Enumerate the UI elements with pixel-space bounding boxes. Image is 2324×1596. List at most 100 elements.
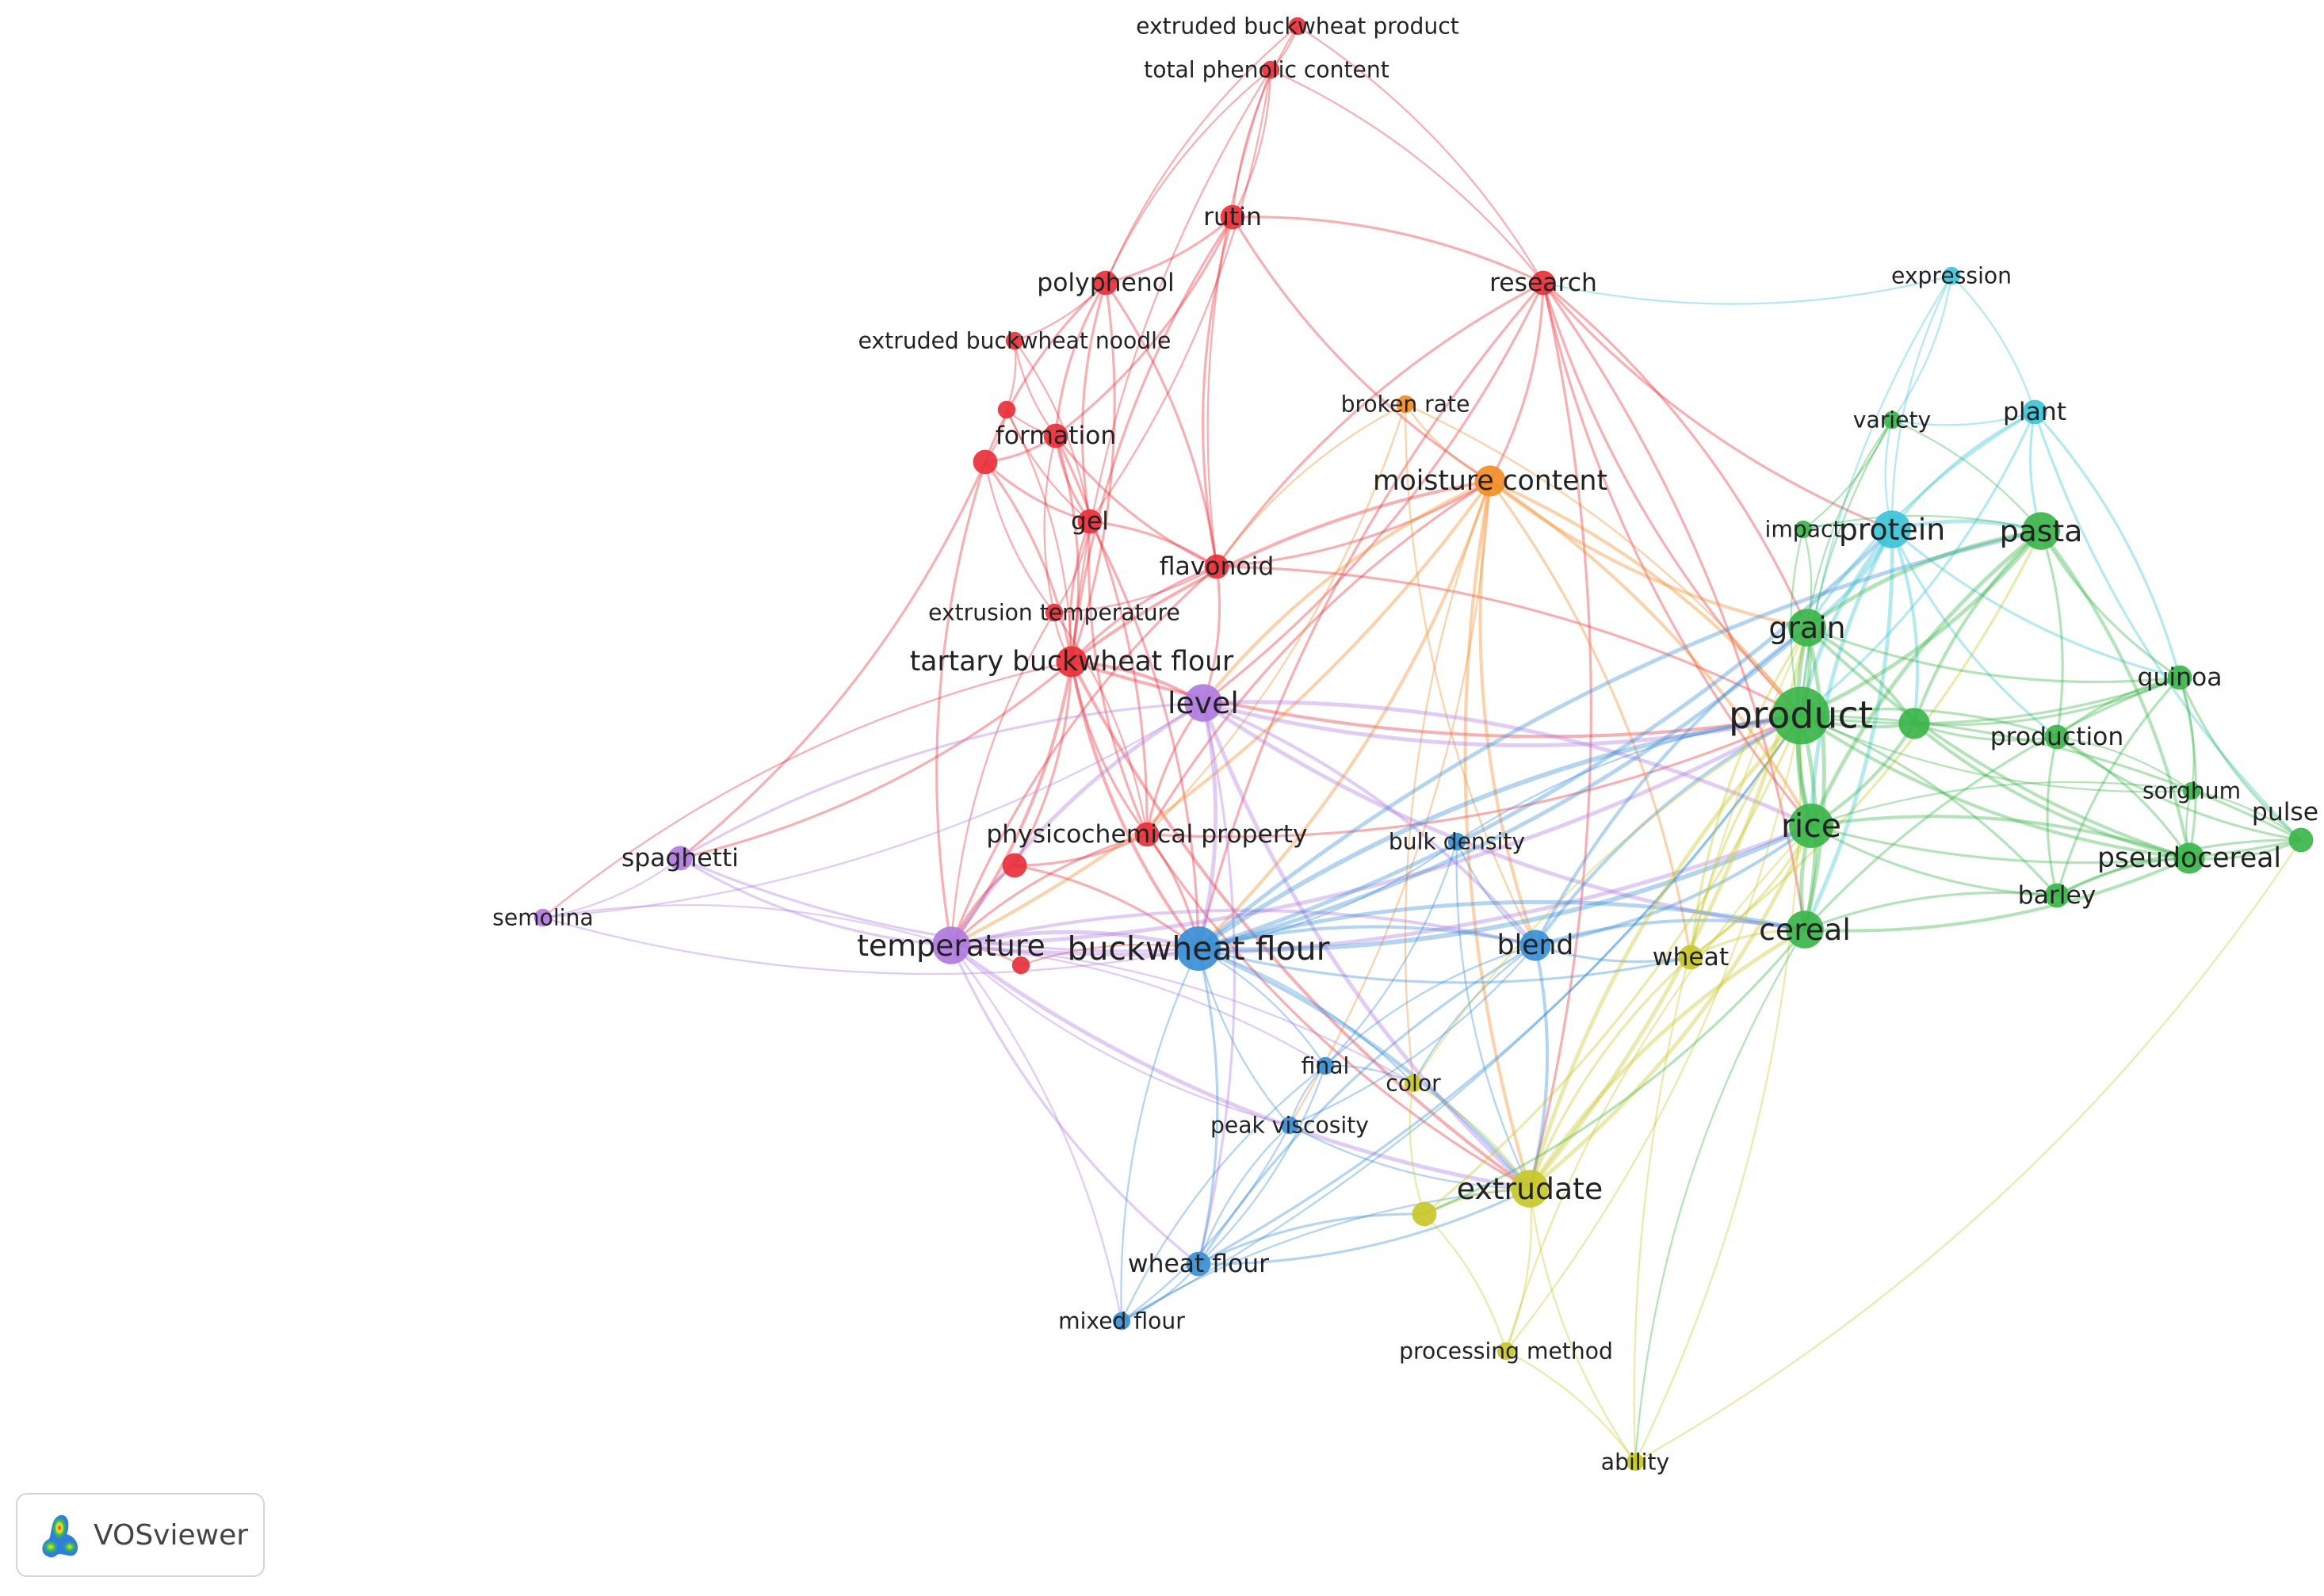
node-bulk-density[interactable] [1447, 832, 1466, 851]
node-label: product [1729, 694, 1873, 738]
link [1534, 714, 1802, 947]
link [1799, 419, 1893, 716]
node-unlabeled-red-1[interactable] [997, 400, 1016, 419]
node-gel[interactable] [1077, 509, 1103, 534]
node-pasta[interactable] [2022, 512, 2060, 550]
node-rutin[interactable] [1220, 204, 1245, 230]
node-polyphenol[interactable] [1093, 270, 1118, 296]
node-sorghum[interactable] [2182, 781, 2201, 800]
node-impact[interactable] [1794, 520, 1813, 539]
node-product[interactable] [1772, 686, 1830, 745]
link [1216, 403, 1406, 567]
node-processing-method[interactable] [1496, 1342, 1516, 1361]
link [1527, 714, 1802, 1189]
link [984, 281, 1107, 463]
link [1198, 841, 1458, 950]
node-unlabeled-red-3[interactable] [1002, 853, 1027, 878]
node-pulse[interactable] [2288, 827, 2314, 853]
node-extrudate[interactable] [1511, 1170, 1549, 1208]
link [1145, 479, 1491, 835]
node-blend[interactable] [1519, 930, 1551, 961]
link [1535, 944, 1691, 964]
link [1087, 521, 1149, 835]
link [1054, 435, 1080, 662]
node-ability[interactable] [1626, 1453, 1645, 1472]
node-physicochemical-property[interactable] [1134, 822, 1160, 847]
link [679, 701, 1204, 860]
node-spaghetti[interactable] [667, 846, 693, 871]
node-level[interactable] [1184, 684, 1222, 722]
link [950, 661, 1074, 947]
node-label: semolina [492, 905, 594, 931]
node-label: grain [1768, 610, 1845, 645]
node-quinoa[interactable] [2167, 665, 2192, 690]
node-extruded-buckwheat-product[interactable] [1288, 17, 1307, 36]
link [1806, 419, 1893, 628]
node-buckwheat-flour[interactable] [1176, 926, 1221, 971]
node-final[interactable] [1316, 1056, 1335, 1075]
node-wheat[interactable] [1678, 945, 1703, 970]
node-grain[interactable] [1788, 609, 1826, 647]
link [1089, 69, 1272, 522]
node-unlabeled-red-2[interactable] [973, 449, 998, 475]
link [542, 903, 952, 947]
node-semolina[interactable] [533, 908, 552, 927]
node-rice[interactable] [1789, 804, 1833, 848]
node-mixed-flour[interactable] [1112, 1312, 1131, 1331]
link [2178, 677, 2195, 792]
link [935, 461, 987, 946]
node-production[interactable] [2044, 724, 2070, 750]
link [679, 660, 1073, 860]
node-label: color [1386, 1071, 1441, 1097]
link [1799, 411, 2036, 717]
node-label: rutin [1203, 203, 1262, 231]
link [679, 857, 952, 947]
link [1891, 418, 2042, 532]
link [2056, 735, 2191, 859]
node-extrusion-temperature[interactable] [1045, 603, 1064, 622]
node-flavonoid[interactable] [1204, 554, 1229, 579]
link [2039, 530, 2181, 679]
node-total-phenolic-content[interactable] [1261, 60, 1280, 79]
node-broken-rate[interactable] [1396, 395, 1415, 414]
node-peak-viscosity[interactable] [1280, 1116, 1299, 1135]
node-pseudocereal[interactable] [2173, 842, 2205, 874]
node-expression[interactable] [1942, 266, 1961, 285]
node-plant[interactable] [2022, 399, 2047, 425]
node-protein[interactable] [1873, 510, 1911, 548]
link [950, 713, 1802, 948]
node-moisture-content[interactable] [1474, 465, 1506, 497]
link [1806, 626, 2190, 860]
link [1232, 216, 1544, 284]
node-label: impact [1764, 517, 1841, 543]
link [1951, 275, 2036, 413]
node-unlabeled-red-4[interactable] [1011, 956, 1030, 975]
node-research[interactable] [1531, 270, 1556, 296]
node-cereal[interactable] [1786, 911, 1824, 949]
link [1198, 947, 1414, 1084]
link [1690, 825, 1813, 959]
node-color[interactable] [1404, 1074, 1423, 1093]
node-barley[interactable] [2044, 883, 2070, 908]
link [1634, 839, 2302, 1464]
link [950, 944, 1326, 1067]
node-tartary-buckwheat-flour[interactable] [1056, 646, 1087, 678]
link [1800, 708, 2058, 739]
node-extruded-buckwheat-noodle[interactable] [1005, 331, 1024, 350]
node-formation[interactable] [1043, 423, 1068, 449]
node-variety[interactable] [1883, 410, 1902, 430]
link [1891, 410, 2035, 426]
node-label: protein [1839, 512, 1945, 547]
node-wheat-flour[interactable] [1186, 1251, 1211, 1277]
node-label: production [1990, 723, 2124, 751]
node-unlabeled-yellow-1[interactable] [1412, 1201, 1437, 1227]
link [984, 461, 1055, 613]
link [1054, 435, 1149, 835]
link [1804, 891, 2058, 931]
link [1104, 69, 1271, 284]
node-temperature[interactable] [932, 926, 970, 964]
node-unlabeled-green-1[interactable] [1898, 708, 1930, 739]
node-layer [533, 17, 2314, 1472]
link [1424, 928, 1806, 1216]
